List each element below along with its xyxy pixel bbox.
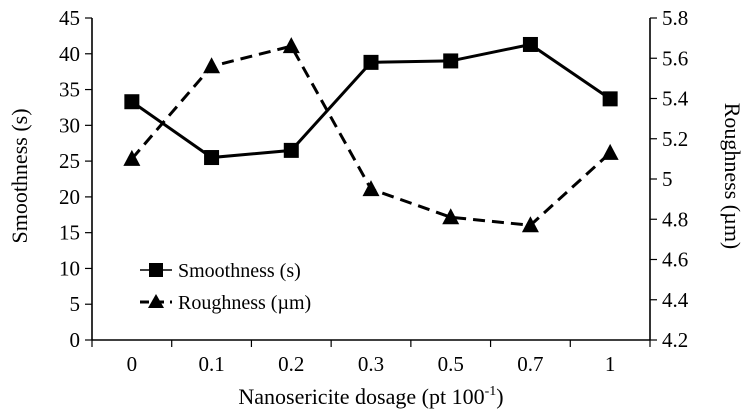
roughness-point	[203, 57, 221, 74]
left-y-tick-label: 30	[59, 113, 80, 137]
legend-label-roughness: Roughness (µm)	[178, 292, 311, 314]
right-y-tick-label: 5	[662, 167, 673, 191]
legend-square-marker	[149, 263, 163, 277]
roughness-point	[601, 143, 619, 160]
series-lines	[130, 42, 612, 227]
smoothness-point	[283, 142, 299, 158]
roughness-point	[442, 208, 460, 225]
right-y-ticks: 4.2 4.4 4.6 4.8 5 5.2 5.4 5.6 5.8	[650, 6, 689, 352]
right-y-tick-label: 4.4	[662, 288, 689, 312]
left-y-tick-label: 35	[59, 78, 80, 102]
left-y-ticks: 0 5 10 15 20 25 30 35 40 45	[59, 6, 92, 352]
x-tick-label: 0.2	[278, 352, 304, 376]
left-y-tick-label: 10	[59, 256, 80, 280]
roughness-point	[123, 149, 141, 166]
smoothness-point	[124, 94, 140, 110]
left-y-tick-label: 20	[59, 185, 80, 209]
legend: Smoothness (s) Roughness (µm)	[140, 260, 311, 314]
smoothness-point	[363, 54, 379, 70]
x-axis-title-tail: )	[496, 384, 503, 409]
roughness-point	[362, 180, 380, 197]
x-axis-title: Nanosericite dosage (pt 100-1)	[238, 384, 503, 409]
right-y-tick-label: 5.8	[662, 6, 688, 30]
smoothness-point	[602, 91, 618, 107]
smoothness-point	[522, 36, 538, 52]
x-axis-title-superscript: -1	[485, 384, 497, 399]
x-tick-label: 0.7	[517, 352, 543, 376]
left-y-tick-label: 0	[70, 328, 81, 352]
roughness-point	[521, 216, 539, 233]
legend-triangle-marker	[148, 294, 164, 308]
left-y-tick-label: 25	[59, 149, 80, 173]
left-y-tick-label: 40	[59, 42, 80, 66]
y2-axis-title: Roughness (µm)	[720, 103, 742, 250]
left-y-tick-label: 5	[70, 292, 81, 316]
legend-label-smoothness: Smoothness (s)	[178, 260, 301, 282]
x-tick-label: 1	[605, 352, 616, 376]
right-y-tick-label: 5.4	[662, 87, 689, 111]
right-y-tick-label: 4.8	[662, 207, 688, 231]
right-y-tick-label: 5.6	[662, 46, 688, 70]
x-axis-title-main: Nanosericite dosage (pt 100	[238, 384, 484, 409]
x-tick-label: 0.5	[438, 352, 464, 376]
smoothness-point	[443, 53, 459, 69]
left-y-tick-label: 45	[59, 6, 80, 30]
x-tick-label: 0.3	[358, 352, 384, 376]
series-markers	[123, 36, 619, 233]
smoothness-point	[204, 150, 220, 166]
left-y-tick-label: 15	[59, 221, 80, 245]
y-axis-title: Smoothness (s)	[7, 108, 32, 243]
right-y-tick-label: 5.2	[662, 127, 688, 151]
right-y-tick-label: 4.2	[662, 328, 688, 352]
x-tick-label: 0.1	[198, 352, 224, 376]
right-y-tick-label: 4.6	[662, 248, 688, 272]
roughness-point	[282, 37, 300, 54]
x-tick-label: 0	[127, 352, 138, 376]
x-ticks: 0 0.1 0.2 0.3 0.5 0.7 1	[91, 340, 651, 376]
